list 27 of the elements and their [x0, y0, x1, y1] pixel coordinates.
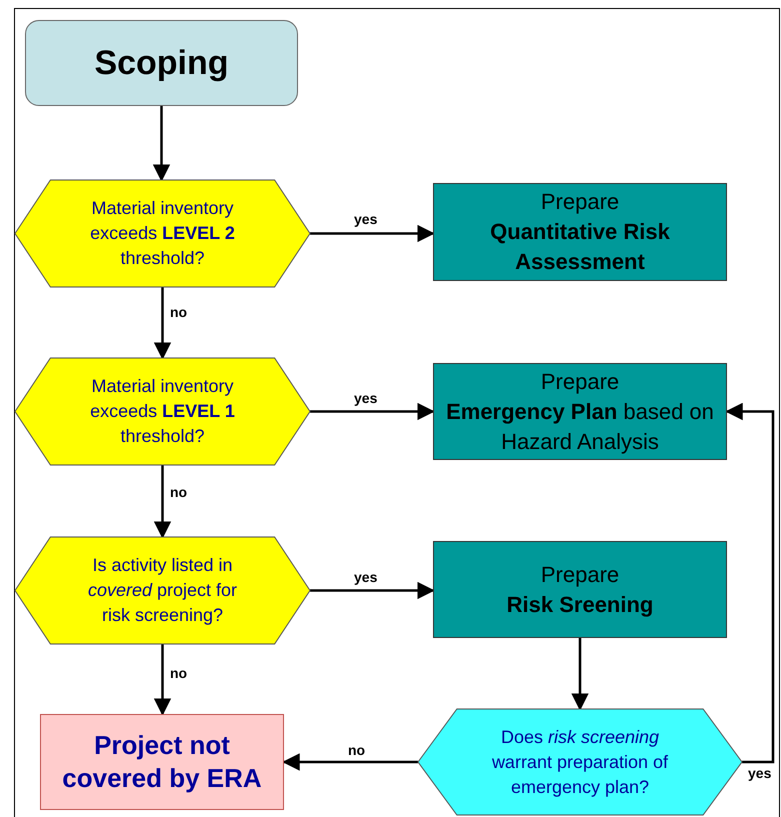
process-text: Emergency Plan based on Hazard Analysis [445, 398, 715, 456]
process-text: Prepare [540, 188, 620, 216]
arrow [571, 638, 589, 711]
process-box [433, 363, 727, 460]
question-text: Material inventory exceeds LEVEL 2 threshold? [89, 197, 236, 270]
arrow [154, 644, 172, 716]
process-text: Prepare [540, 560, 620, 589]
process-text: Prepare [540, 368, 620, 396]
node-title: Scoping [94, 44, 229, 82]
start-box [25, 20, 298, 106]
process-text: Quantitative Risk Assessment [489, 218, 671, 276]
question-text: Material inventory exceeds LEVEL 1 threshold? [89, 375, 236, 448]
arrow [152, 106, 170, 182]
arrow [154, 465, 172, 539]
arrow [310, 402, 435, 420]
arrow [282, 753, 418, 771]
process-text: Risk Sreening [506, 590, 654, 619]
end-box [40, 714, 284, 810]
arrow [310, 582, 435, 600]
arrow [310, 224, 435, 242]
process-box [433, 541, 727, 638]
end-text: Project not covered by ERA [61, 729, 263, 795]
question-text: Does risk screening warrant preparation of emergency plan? [490, 726, 670, 799]
question-text: Is activity listed in covered project for risk screening? [86, 554, 238, 627]
arrow [725, 402, 774, 764]
arrow [154, 287, 172, 360]
process-box [433, 183, 727, 281]
